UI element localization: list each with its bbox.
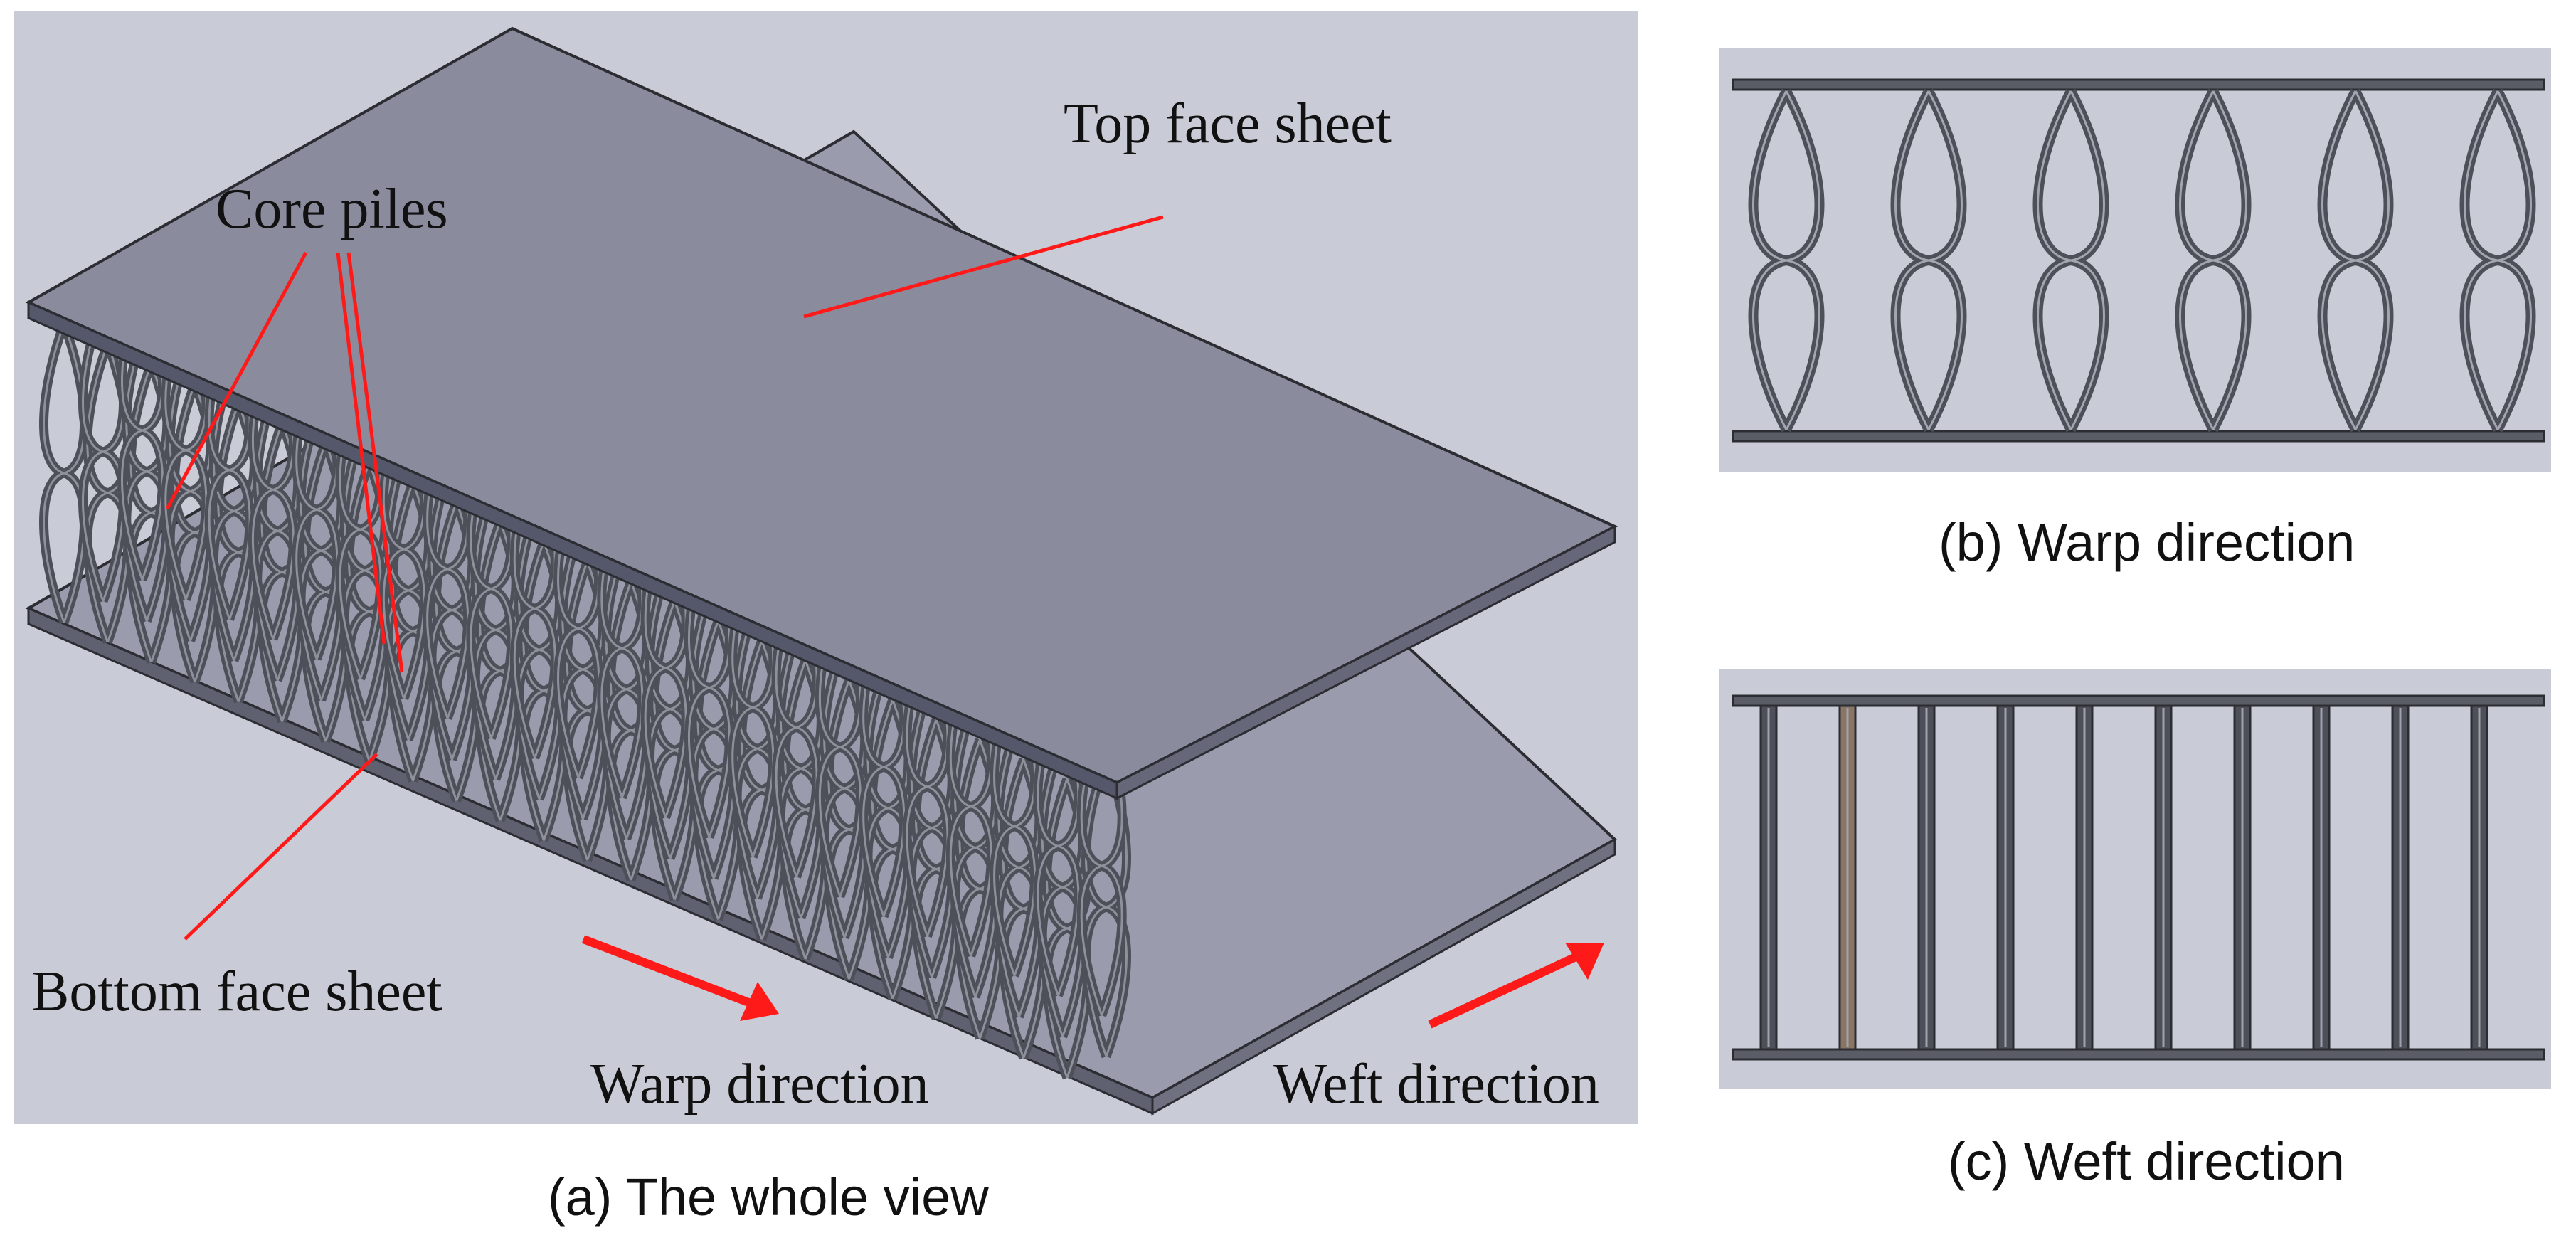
warp-piles [1748,88,2536,433]
warp-pile [2175,88,2252,433]
core-piles-leader-2 [336,252,386,645]
top-sheet-edge [1732,78,2545,91]
weft-piles [1759,704,2488,1051]
warp-direction-arrow [581,935,779,1021]
top-face-sheet [25,26,1618,800]
warp-direction-caption: (b) Warp direction [1939,513,2355,572]
whole-view-caption: (a) The whole view [548,1167,989,1227]
bottom-sheet-edge [1732,430,2545,443]
warp-direction-label: Warp direction [590,1053,929,1116]
top-face-sheet-leader [803,215,1164,319]
warp-pile [2459,88,2536,433]
warp-pile [2032,88,2109,433]
weft-direction-drawing [1732,694,2545,1061]
core-piles-leader-1 [165,251,308,510]
weft-direction-arrow [1428,943,1604,1029]
warp-pile [2317,88,2394,433]
warp-direction-drawing [1732,78,2545,443]
bottom-face-sheet-label: Bottom face sheet [31,960,442,1023]
weft-direction-caption: (c) Weft direction [1948,1132,2345,1191]
warp-direction-panel [1719,48,2551,472]
top-face-sheet-label: Top face sheet [1064,92,1392,155]
warp-pile [1890,88,1967,433]
weft-direction-label: Weft direction [1273,1053,1599,1116]
weft-direction-panel [1719,669,2551,1089]
whole-view-panel: Top face sheet Core piles Bottom face sh… [14,11,1638,1124]
core-piles-leader-3 [346,252,404,673]
bottom-face-sheet-leader [184,753,378,941]
top-sheet-edge [1732,694,2545,707]
bottom-sheet-edge [1732,1048,2545,1061]
warp-pile [1748,88,1825,433]
sandwich-structure-drawing: Top face sheet Core piles Bottom face sh… [25,26,1618,1116]
core-pile [39,322,89,625]
core-piles-label: Core piles [216,178,448,240]
